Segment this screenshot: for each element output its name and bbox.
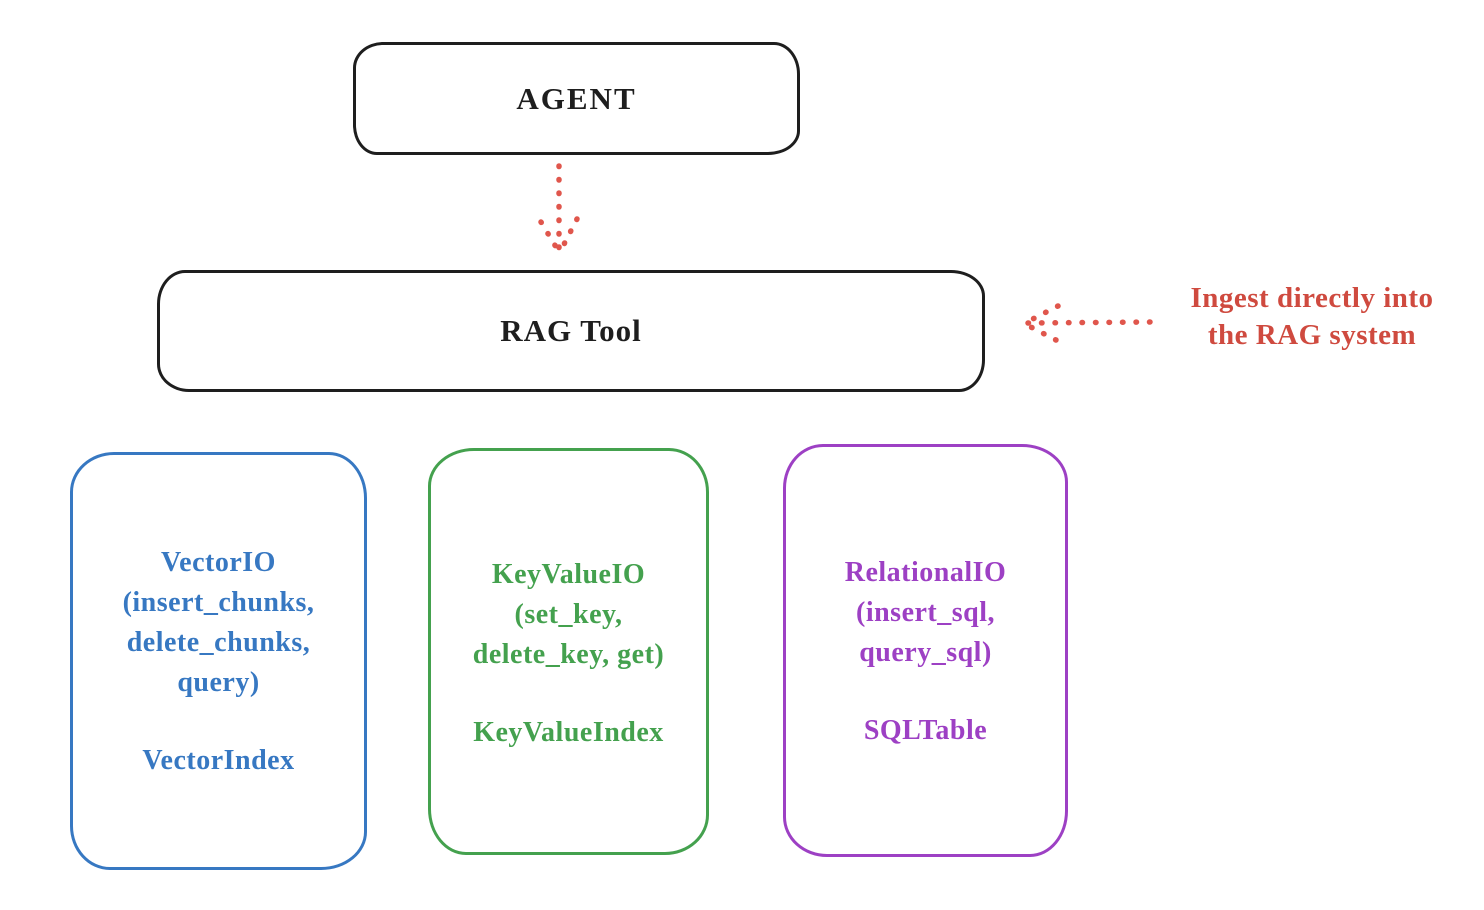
vector-index-label: VectorIndex (142, 745, 295, 776)
relational-io-line: query_sql) (859, 637, 992, 668)
agent-to-rag-arrow (538, 163, 580, 255)
sql-table-label: SQLTable (863, 715, 988, 746)
node-agent: AGENT (353, 42, 800, 155)
key-value-index-label: KeyValueIndex (473, 717, 664, 748)
node-vector-io: VectorIO (insert_chunks, delete_chunks, … (70, 452, 367, 870)
node-rag-tool: RAG Tool (157, 270, 985, 392)
annotation-ingest-note: Ingest directly into the RAG system (1138, 280, 1484, 354)
key-value-io-line: delete_key, get) (472, 639, 665, 670)
key-value-io-line: KeyValueIO (491, 559, 646, 590)
relational-io-line: RelationalIO (844, 557, 1007, 588)
vector-io-line: delete_chunks, (126, 627, 311, 658)
node-key-value-io: KeyValueIO (set_key, delete_key, get) Ke… (428, 448, 709, 855)
arrow-head-bottom (1022, 321, 1059, 343)
annotation-arrow (1022, 303, 1153, 343)
annotation-line: the RAG system (1207, 319, 1417, 351)
key-value-io-line: (set_key, (514, 599, 623, 630)
relational-io-line: (insert_sql, (856, 597, 995, 628)
node-agent-label: AGENT (516, 80, 637, 116)
vector-io-line: query) (177, 667, 260, 698)
arrow-line (1025, 319, 1153, 326)
arrow-head-right (557, 216, 580, 255)
node-relational-io: RelationalIO (insert_sql, query_sql) SQL… (783, 444, 1068, 857)
vector-io-line: VectorIO (161, 547, 276, 578)
node-rag-tool-label: RAG Tool (500, 313, 642, 348)
vector-io-line: (insert_chunks, (122, 587, 315, 618)
annotation-line: Ingest directly into (1190, 282, 1434, 314)
arrow-head-left (538, 219, 562, 255)
